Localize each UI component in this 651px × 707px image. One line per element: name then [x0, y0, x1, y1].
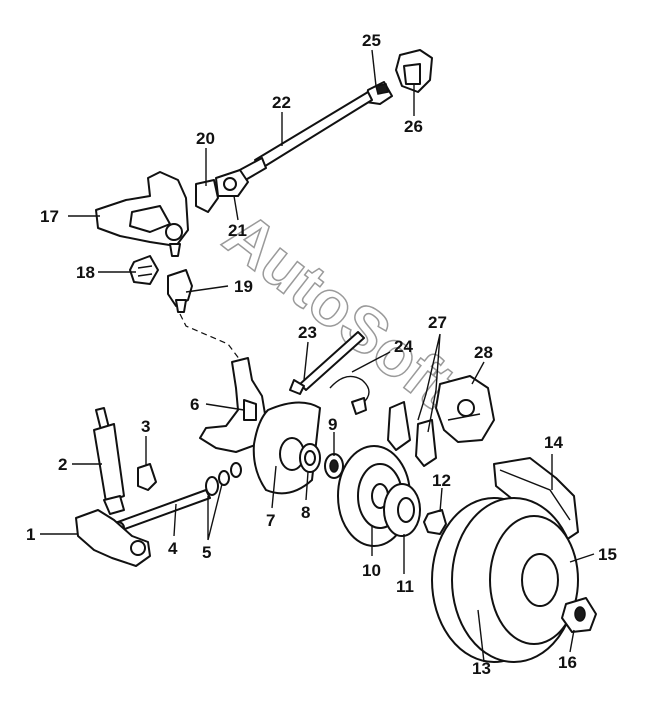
part-18-bushing [129, 255, 159, 285]
callout-12: 12 [432, 471, 451, 490]
callout-27: 27 [428, 313, 447, 332]
part-9-bearing [324, 453, 344, 479]
callout-28: 28 [474, 343, 493, 362]
callout-8: 8 [301, 503, 310, 522]
callout-15: 15 [598, 545, 617, 564]
assembly-guide-line [179, 313, 241, 361]
part-28-caliper [435, 375, 495, 443]
part-1-lower-arm [75, 509, 151, 567]
callout-20: 20 [196, 129, 215, 148]
callout-18: 18 [76, 263, 95, 282]
callout-3: 3 [141, 417, 150, 436]
callout-10: 10 [362, 561, 381, 580]
part-17-upper-arm [95, 171, 189, 257]
callout-22: 22 [272, 93, 291, 112]
callout-2: 2 [58, 455, 67, 474]
part-11-hub [383, 483, 421, 537]
part-23-bolt [289, 331, 365, 395]
leader-lines [40, 49, 595, 663]
part-27-brake-pads [387, 401, 437, 467]
part-26-cap [395, 49, 433, 93]
part-4-strut-rod [111, 489, 211, 535]
callout-13: 13 [472, 659, 491, 678]
callout-16: 16 [558, 653, 577, 672]
callout-5: 5 [202, 543, 211, 562]
part-20-clamp [195, 179, 219, 213]
callout-7: 7 [266, 511, 275, 530]
part-5-washers [205, 462, 242, 496]
callout-17: 17 [40, 207, 59, 226]
part-16-wheel-nut [561, 597, 597, 633]
callout-23: 23 [298, 323, 317, 342]
callout-25: 25 [362, 31, 381, 50]
part-13-brake-drum [431, 497, 579, 663]
part-3-bump-stop [137, 463, 157, 491]
callout-26: 26 [404, 117, 423, 136]
callout-1: 1 [26, 525, 35, 544]
callout-14: 14 [544, 433, 563, 452]
callout-11: 11 [396, 577, 414, 596]
part-2-shock-absorber [93, 407, 125, 515]
part-22-shaft [235, 91, 373, 183]
part-12-nut [423, 509, 447, 535]
callout-19: 19 [234, 277, 253, 296]
part-24-brake-line [329, 375, 370, 415]
part-7-backing-plate [252, 401, 321, 495]
part-6-knuckle [199, 357, 267, 453]
part-25-yoke [365, 81, 393, 105]
part-21-joint [215, 169, 249, 197]
callout-24: 24 [394, 337, 413, 356]
callout-4: 4 [168, 539, 178, 558]
callouts: 1 2 3 4 5 6 7 8 9 10 11 12 13 14 15 16 1… [26, 31, 617, 678]
callout-9: 9 [328, 415, 337, 434]
part-8-bearing [299, 443, 321, 473]
callout-21: 21 [228, 221, 247, 240]
callout-6: 6 [190, 395, 199, 414]
part-19-ball-joint [167, 269, 193, 313]
